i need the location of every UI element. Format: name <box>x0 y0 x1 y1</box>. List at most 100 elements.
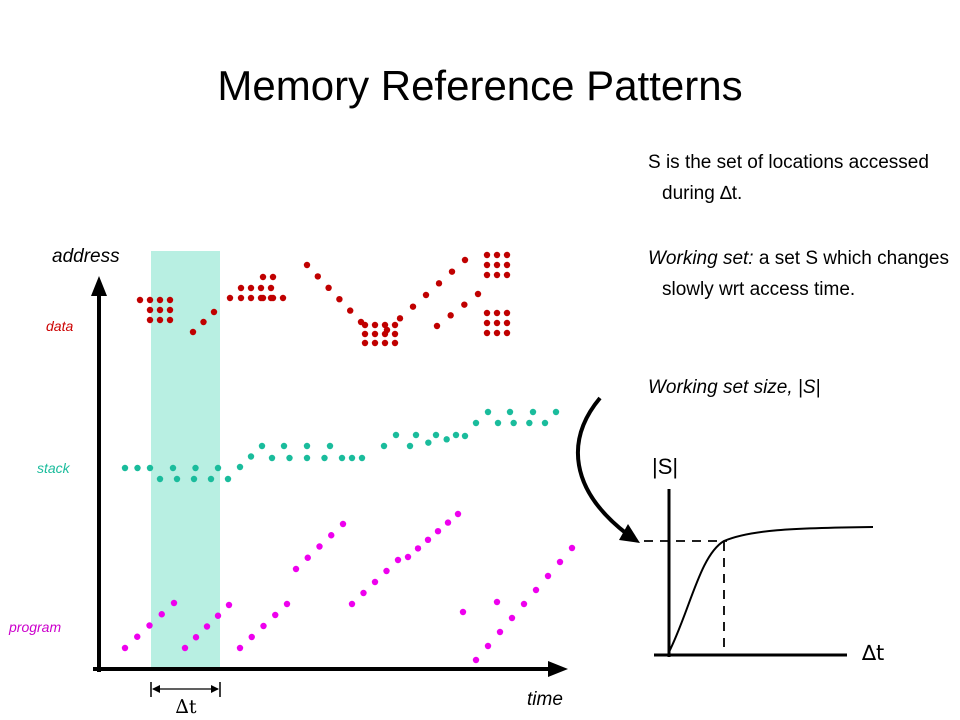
bullet-working-set: Working set: a set S which changes slowl… <box>648 243 960 305</box>
stack-dot <box>461 432 469 440</box>
program-dot <box>339 520 347 528</box>
stack-dot <box>286 454 293 462</box>
program-dot <box>260 622 267 630</box>
stack-dot <box>146 464 154 472</box>
delta-t-bracket <box>150 682 221 697</box>
program-dot <box>248 633 255 641</box>
program-dot <box>444 519 452 526</box>
program-dot <box>424 536 432 543</box>
data-dot <box>189 328 197 336</box>
data-dot <box>279 294 287 302</box>
delta-t-label: ∆t <box>176 696 197 718</box>
data-dot <box>493 319 501 327</box>
data-dot <box>391 321 399 329</box>
program-dot <box>404 553 412 561</box>
program-dot <box>170 599 178 607</box>
data-dot <box>226 294 234 302</box>
inset-x-label: ∆t <box>861 641 884 665</box>
data-dot <box>493 329 501 337</box>
data-dot <box>336 296 343 303</box>
working-set-size-graph: |S| ∆t <box>644 454 884 665</box>
data-dot <box>503 309 511 317</box>
program-dot <box>203 623 211 630</box>
program-dot <box>459 608 467 616</box>
program-dot <box>304 554 311 561</box>
inset-y-label: |S| <box>652 454 678 479</box>
curved-arrowhead <box>619 524 640 543</box>
stack-dot <box>247 453 255 460</box>
data-dot <box>267 284 275 292</box>
stack-dot <box>380 442 388 450</box>
program-dot <box>158 611 165 618</box>
data-dot <box>461 256 469 264</box>
page-title: Memory Reference Patterns <box>217 62 743 109</box>
program-dot <box>496 628 504 636</box>
data-dot <box>503 271 511 279</box>
data-dot <box>483 251 491 259</box>
data-dot <box>269 273 277 281</box>
stack-dot <box>412 431 420 439</box>
stack-dot <box>526 419 533 427</box>
program-dot <box>272 611 279 619</box>
x-axis-arrowhead <box>548 661 568 677</box>
data-dot <box>361 330 369 338</box>
data-dot <box>381 339 389 347</box>
program-dot <box>508 614 516 622</box>
program-dot <box>394 556 402 564</box>
data-dot <box>156 306 164 314</box>
stack-dot <box>348 454 356 462</box>
program-dot <box>360 589 367 597</box>
bullet-working-set-term: Working set: <box>648 248 754 269</box>
program-dot <box>214 612 222 619</box>
data-dot <box>166 306 174 314</box>
program-dot <box>454 510 462 518</box>
data-dot <box>391 339 399 347</box>
program-dot <box>544 572 552 580</box>
stack-dot <box>472 419 480 427</box>
data-dot <box>237 294 245 302</box>
data-dot <box>259 294 267 302</box>
stack-dot <box>443 436 450 443</box>
data-dot <box>156 316 164 324</box>
curved-arrow <box>575 396 629 536</box>
data-dot <box>381 321 389 329</box>
data-dot <box>371 321 379 329</box>
data-dot <box>361 339 369 347</box>
stack-dot <box>406 442 414 450</box>
stack-dot <box>268 454 276 462</box>
data-dot <box>166 316 174 324</box>
program-dot <box>192 634 200 641</box>
data-dot <box>259 273 267 281</box>
stack-dot <box>326 442 334 450</box>
data-dot <box>448 268 456 275</box>
data-dot <box>503 329 511 337</box>
program-dot <box>520 600 528 608</box>
y-axis-arrowhead <box>91 276 107 296</box>
data-dot <box>483 329 491 337</box>
stack-dot <box>169 464 177 472</box>
data-dot <box>136 296 144 304</box>
program-dot <box>484 642 492 650</box>
program-dot <box>134 633 141 640</box>
data-dot <box>422 291 430 299</box>
data-dot <box>146 296 154 304</box>
region-label-stack: stack <box>37 460 70 476</box>
data-dot <box>361 321 369 329</box>
stack-dot <box>224 475 232 483</box>
data-dot <box>269 294 277 302</box>
data-dot <box>314 273 321 280</box>
data-dot <box>493 251 501 259</box>
data-dot <box>303 261 311 269</box>
data-dot <box>493 271 501 279</box>
stack-dot <box>258 442 266 450</box>
program-dot <box>556 558 564 566</box>
stack-dot <box>494 419 502 427</box>
program-dot <box>316 543 323 550</box>
bullet-set-definition-text: S is the set of locations accessed durin… <box>648 152 929 204</box>
program-dot <box>493 598 501 606</box>
data-dot <box>247 284 255 292</box>
stack-dot <box>134 464 141 472</box>
inset-curve <box>668 526 874 653</box>
program-dot <box>371 578 379 586</box>
